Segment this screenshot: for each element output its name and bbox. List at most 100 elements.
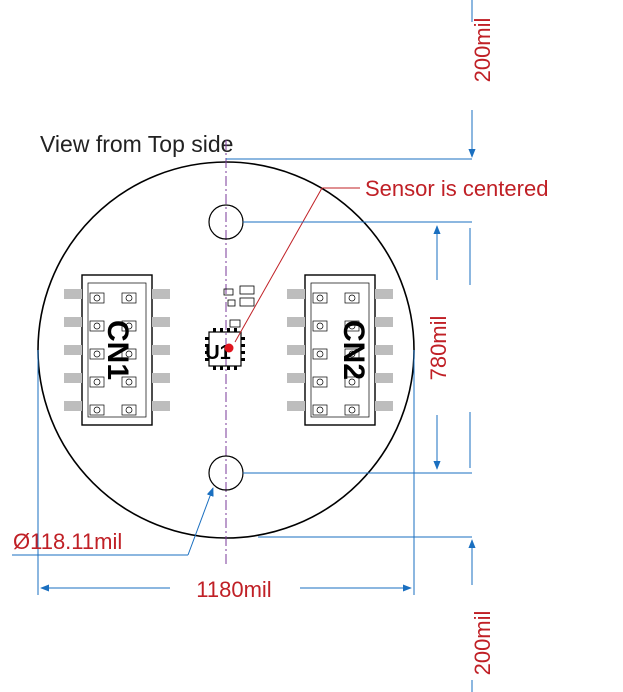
cn2-pad-left	[287, 317, 305, 327]
cn1-pin-hole	[93, 378, 101, 386]
sensor-note-leader	[234, 187, 323, 343]
cn2-pad-right	[375, 401, 393, 411]
cn1-pad-right	[152, 317, 170, 327]
cn1-pin-housing	[89, 348, 105, 360]
cn2-pin-hole	[316, 406, 324, 414]
sensor-pin	[241, 351, 245, 354]
cn1-pin-housing	[89, 320, 105, 332]
cn1-pad-left	[64, 401, 82, 411]
cn2-pin-housing	[312, 404, 328, 416]
cn2-pad-left	[287, 289, 305, 299]
cn2-pin-housing	[312, 348, 328, 360]
sensor-pin	[220, 366, 223, 370]
sensor-pin	[205, 358, 209, 361]
connector-cn2: CN2	[287, 274, 393, 426]
cn1-pin-hole	[125, 294, 133, 302]
cn1-pad-right	[152, 373, 170, 383]
cn2-pin-housing	[344, 376, 360, 388]
cn1-pin-housing	[89, 292, 105, 304]
sensor-pin	[213, 366, 216, 370]
passive-1	[223, 288, 234, 296]
view-title: View from Top side	[40, 131, 233, 157]
cn1-pin-housing	[121, 292, 137, 304]
sensor-pin	[234, 366, 237, 370]
cn2-pad-right	[375, 317, 393, 327]
cn2-pad-left	[287, 373, 305, 383]
bottom-dimension-label: 200mil	[470, 611, 495, 676]
cn1-pad-right	[152, 345, 170, 355]
sensor-pin	[227, 366, 230, 370]
cn1-pad-left	[64, 345, 82, 355]
top-dimension-label: 200mil	[470, 18, 495, 83]
small-components	[223, 285, 255, 328]
cn1-pad-left	[64, 317, 82, 327]
sensor-pin	[205, 337, 209, 340]
cn2-inner-outline	[310, 282, 370, 418]
sensor-pins	[205, 328, 245, 370]
cn2-pad-left	[287, 345, 305, 355]
cn1-pin-hole	[93, 350, 101, 358]
hole-spacing-label: 780mil	[426, 316, 451, 381]
cn1-pin-housing	[121, 320, 137, 332]
cn2-pin-hole	[316, 322, 324, 330]
width-dimension-label: 1180mil	[196, 577, 271, 602]
hole-diameter-label: Ø118.11mil	[13, 529, 122, 554]
cn1-pin-hole	[93, 294, 101, 302]
cn1-pin-hole	[93, 406, 101, 414]
hole-diameter-leader	[187, 487, 214, 556]
cn1-pin-hole	[125, 322, 133, 330]
cn2-pad-right	[375, 289, 393, 299]
cn1-pad-left	[64, 289, 82, 299]
sensor-pin	[241, 344, 245, 347]
cn1-pin-housing	[89, 404, 105, 416]
cn1-pin-housing	[121, 376, 137, 388]
sensor-pin	[227, 328, 230, 332]
cn2-pin-hole	[348, 322, 356, 330]
cn1-pin-housing	[121, 404, 137, 416]
cn2-pin-housing	[344, 348, 360, 360]
cn1-pin-housing	[121, 348, 137, 360]
cn2-pin-hole	[316, 294, 324, 302]
sensor-pin	[241, 358, 245, 361]
cn1-pad-left	[64, 373, 82, 383]
passive-5	[229, 319, 241, 328]
cn2-pin-housing	[344, 404, 360, 416]
sensor-center-dot	[224, 343, 234, 353]
cn1-pad-right	[152, 401, 170, 411]
cn1-pin-hole	[125, 406, 133, 414]
passive-3	[239, 297, 255, 307]
cn1-label: CN1	[101, 320, 134, 380]
cn2-pin-hole	[348, 406, 356, 414]
cn1-pin-housing	[89, 376, 105, 388]
cn2-label: CN2	[337, 320, 370, 380]
sensor-pin	[234, 328, 237, 332]
cn2-pin-hole	[348, 378, 356, 386]
cn1-inner-outline	[87, 282, 147, 418]
cn2-pin-housing	[312, 292, 328, 304]
cn2-pin-housing	[312, 320, 328, 332]
passive-2	[239, 285, 255, 295]
cn2-pin-housing	[344, 292, 360, 304]
cn2-pin-housing	[312, 376, 328, 388]
sensor-pin	[213, 328, 216, 332]
cn2-pad-right	[375, 345, 393, 355]
cn1-pin-hole	[93, 322, 101, 330]
cn1-pin-hole	[125, 350, 133, 358]
sensor-pin	[205, 344, 209, 347]
connector-cn1: CN1	[64, 274, 170, 426]
sensor-note: Sensor is centered	[365, 176, 548, 201]
sensor-label: U1	[205, 342, 231, 364]
cn2-pin-hole	[316, 378, 324, 386]
cn2-pad-array	[287, 289, 393, 416]
sensor-u1: U1	[205, 328, 245, 370]
sensor-pin	[205, 351, 209, 354]
sensor-pin	[220, 328, 223, 332]
cn1-pin-hole	[125, 378, 133, 386]
cn2-pin-hole	[316, 350, 324, 358]
cn2-pin-hole	[348, 294, 356, 302]
cn2-pad-right	[375, 373, 393, 383]
sensor-pin	[241, 337, 245, 340]
cn1-pad-array	[64, 289, 170, 416]
cn2-pad-left	[287, 401, 305, 411]
